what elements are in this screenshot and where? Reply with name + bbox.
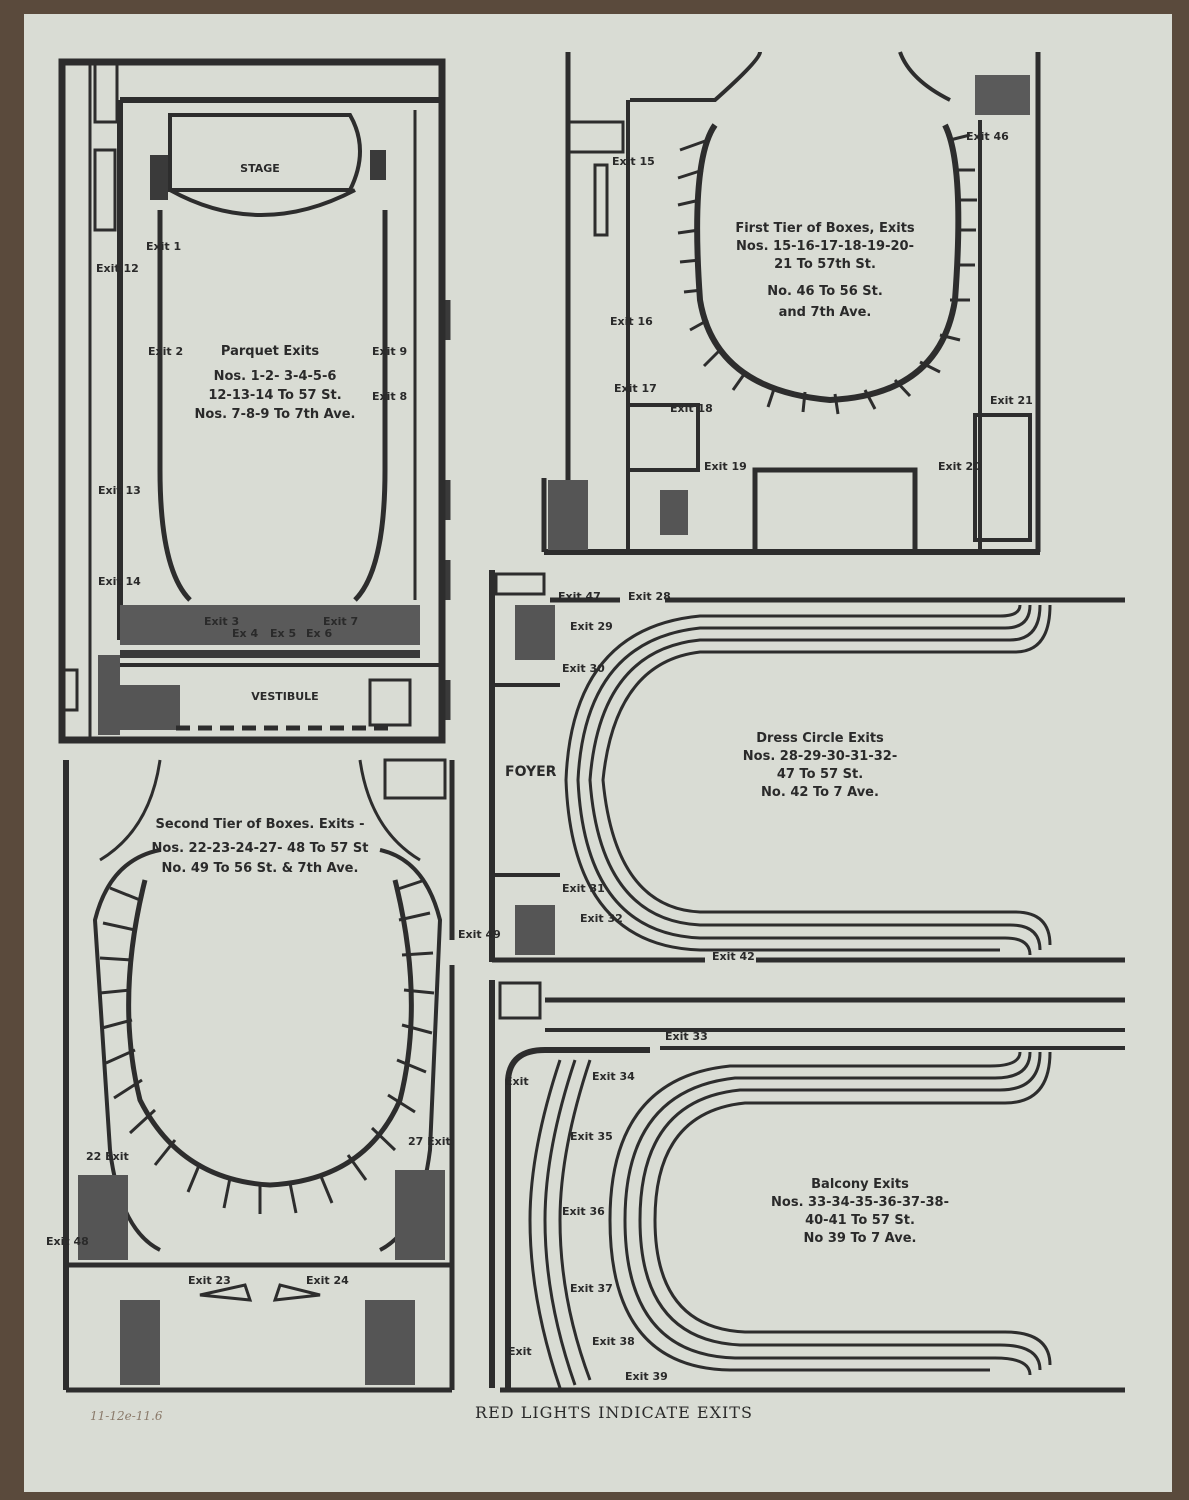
dress-circle-exit-label: Exit 30 — [562, 662, 605, 675]
first-tier-exit-label: Exit 20 — [938, 460, 981, 473]
first-tier-exit-label: Exit 19 — [704, 460, 747, 473]
dress-circle-line-4: No. 42 To 7 Ave. — [761, 785, 879, 800]
dress-circle-rows — [564, 604, 1052, 956]
parquet-line-3: Nos. 7-8-9 To 7th Ave. — [195, 407, 356, 422]
first-tier-exit-label: Exit 18 — [670, 402, 713, 415]
second-tier-line-2: Nos. 22-23-24-27- 48 To 57 St — [152, 841, 369, 856]
first-tier-line-4: No. 46 To 56 St. — [767, 284, 883, 299]
parquet-exit-label: Exit 12 — [96, 262, 139, 275]
second-tier-exit-label: Exit 48 — [46, 1235, 89, 1248]
second-tier-exit-label: Exit 23 — [188, 1274, 231, 1287]
dress-circle-exit-label: Exit 32 — [580, 912, 623, 925]
balcony-exit-label: Exit 37 — [570, 1282, 613, 1295]
pencil-annotation: 11-12e-11.6 — [90, 1409, 163, 1423]
balcony-line-4: No 39 To 7 Ave. — [804, 1231, 917, 1246]
parquet-line-2: 12-13-14 To 57 St. — [208, 388, 341, 403]
second-tier-plan: Second Tier of Boxes. Exits - Nos. 22-23… — [46, 758, 501, 1393]
first-tier-line-3: 21 To 57th St. — [774, 257, 876, 272]
balcony-plan: Balcony Exits Nos. 33-34-35-36-37-38- 40… — [489, 980, 1125, 1393]
first-tier-line-2: Nos. 15-16-17-18-19-20- — [736, 239, 914, 254]
first-tier-exit-label: Exit 21 — [990, 394, 1033, 407]
balcony-rows — [528, 1051, 1052, 1389]
balcony-line-1: Balcony Exits — [811, 1177, 909, 1192]
balcony-exit-label: Exit — [508, 1345, 532, 1358]
second-tier-exit-label: 22 Exit — [86, 1150, 129, 1163]
stage-label: STAGE — [240, 162, 280, 175]
dress-circle-line-2: Nos. 28-29-30-31-32- — [743, 749, 897, 764]
box-partitions — [677, 133, 977, 415]
balcony-line-3: 40-41 To 57 St. — [805, 1213, 915, 1228]
dress-circle-exit-label: Exit 47 — [558, 590, 601, 603]
second-tier-line-1: Second Tier of Boxes. Exits - — [156, 817, 365, 832]
parquet-exit-label: Exit 9 — [372, 345, 407, 358]
parquet-exit-label: Exit 2 — [148, 345, 183, 358]
second-tier-box-partitions — [99, 878, 435, 1214]
vestibule-label: VESTIBULE — [251, 690, 318, 703]
second-tier-line-3: No. 49 To 56 St. & 7th Ave. — [162, 861, 359, 876]
second-tier-exit-label: Exit 24 — [306, 1274, 349, 1287]
parquet-plan: STAGE VESTIBULE Parquet Exits Nos. 1-2- … — [58, 58, 451, 744]
balcony-exit-label: Exit 35 — [570, 1130, 613, 1143]
dress-circle-exit-label: Exit 29 — [570, 620, 613, 633]
parquet-exit-label: Ex 4 — [232, 627, 258, 640]
first-tier-exit-label: Exit 17 — [614, 382, 657, 395]
parquet-exit-label: Exit 8 — [372, 390, 407, 403]
parquet-exit-label: Ex 6 — [306, 627, 332, 640]
first-tier-exit-label: Exit 15 — [612, 155, 655, 168]
dress-circle-exit-label: Exit 42 — [712, 950, 755, 963]
dress-circle-line-3: 47 To 57 St. — [777, 767, 863, 782]
dress-circle-exit-label: Exit 28 — [628, 590, 671, 603]
parquet-exit-label: Exit 14 — [98, 575, 141, 588]
page-caption: RED LIGHTS INDICATE EXITS — [475, 1403, 753, 1422]
dress-circle-line-1: Dress Circle Exits — [756, 731, 884, 746]
parquet-exit-label: Exit 3 — [204, 615, 239, 628]
dress-circle-exit-label: Exit 31 — [562, 882, 605, 895]
balcony-line-2: Nos. 33-34-35-36-37-38- — [771, 1195, 949, 1210]
balcony-exit-label: Exit 34 — [592, 1070, 635, 1083]
parquet-exit-label: Exit 7 — [323, 615, 358, 628]
foyer-label: FOYER — [505, 764, 557, 780]
balcony-exit-label: Exit 38 — [592, 1335, 635, 1348]
second-tier-exit-label: 27 Exit — [408, 1135, 451, 1148]
balcony-exit-label: Exit 39 — [625, 1370, 668, 1383]
first-tier-line-5: and 7th Ave. — [779, 305, 872, 320]
parquet-exit-label: Exit 1 — [146, 240, 181, 253]
balcony-exit-label: Exit — [505, 1075, 529, 1088]
first-tier-line-1: First Tier of Boxes, Exits — [735, 221, 915, 236]
first-tier-plan: First Tier of Boxes, Exits Nos. 15-16-17… — [541, 51, 1041, 555]
parquet-line-1: Nos. 1-2- 3-4-5-6 — [214, 369, 337, 384]
first-tier-exit-label: Exit 46 — [966, 130, 1009, 143]
second-tier-exit-label: Exit 49 — [458, 928, 501, 941]
parquet-exit-label: Exit 13 — [98, 484, 141, 497]
first-tier-exit-label: Exit 16 — [610, 315, 653, 328]
balcony-exit-label: Exit 36 — [562, 1205, 605, 1218]
balcony-exit-label: Exit 33 — [665, 1030, 708, 1043]
parquet-title: Parquet Exits — [221, 344, 319, 359]
dress-circle-plan: FOYER Dress Circle Exits Nos. 28-29-30-3… — [489, 570, 1125, 963]
parquet-exit-label: Ex 5 — [270, 627, 296, 640]
